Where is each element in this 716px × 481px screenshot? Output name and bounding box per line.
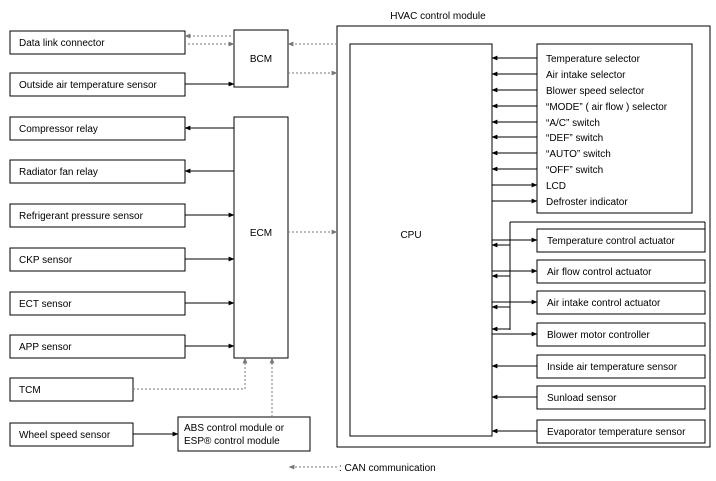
left-label-data-link-connector: Data link connector: [19, 38, 105, 49]
cpu-label: CPU: [400, 230, 421, 241]
abs-label-line1: ABS control module or: [184, 423, 285, 434]
panel-item-temperature-selector: Temperature selector: [546, 54, 641, 65]
can-link-tcm-ecm: [133, 357, 248, 390]
left-label-wheel-speed: Wheel speed sensor: [19, 430, 111, 441]
panel-item-ac-switch: “A/C” switch: [546, 118, 600, 129]
right-label-blower-motor-controller: Blower motor controller: [547, 330, 650, 341]
bcm-label: BCM: [250, 54, 272, 65]
right-label-air-flow-control-actuator: Air flow control actuator: [547, 267, 652, 278]
right-label-inside-air-temperature-sensor: Inside air temperature sensor: [547, 362, 678, 373]
right-label-air-intake-control-actuator: Air intake control actuator: [547, 298, 661, 309]
panel-item-def-switch: “DEF” switch: [546, 133, 603, 144]
cpu-box: [349, 43, 493, 437]
right-label-evaporator-temperature-sensor: Evaporator temperature sensor: [547, 427, 686, 438]
panel-item-defroster-indicator: Defroster indicator: [546, 197, 628, 208]
panel-item-blower-speed-selector: Blower speed selector: [546, 86, 645, 97]
left-label-outside-air-temp: Outside air temperature sensor: [19, 80, 158, 91]
left-label-ckp-sensor: CKP sensor: [19, 255, 73, 266]
abs-esp-box: [177, 416, 311, 452]
ecm-label: ECM: [250, 228, 272, 239]
panel-item-mode-selector: “MODE” ( air flow ) selector: [546, 102, 668, 113]
diagram-title: HVAC control module: [390, 11, 486, 22]
panel-item-lcd: LCD: [546, 181, 566, 192]
right-label-temperature-control-actuator: Temperature control actuator: [547, 236, 676, 247]
panel-item-off-switch: “OFF” switch: [546, 165, 603, 176]
left-label-ect-sensor: ECT sensor: [19, 299, 72, 310]
right-label-sunload-sensor: Sunload sensor: [547, 393, 617, 404]
left-label-app-sensor: APP sensor: [19, 342, 72, 353]
bcm-box: [233, 29, 289, 88]
left-label-radiator-fan-relay: Radiator fan relay: [19, 167, 98, 178]
left-label-tcm: TCM: [19, 385, 41, 396]
ecm-box: [233, 116, 289, 359]
control-panel-group: [536, 43, 693, 214]
panel-item-auto-switch: “AUTO” switch: [546, 149, 611, 160]
left-label-compressor-relay: Compressor relay: [19, 124, 98, 135]
legend-can-communication: : CAN communication: [339, 463, 436, 474]
abs-label-line2: ESP® control module: [184, 436, 280, 447]
left-box-data-link-connector: [9, 30, 186, 55]
left-label-refrigerant-pressure: Refrigerant pressure sensor: [19, 211, 144, 222]
panel-item-air-intake-selector: Air intake selector: [546, 70, 626, 81]
